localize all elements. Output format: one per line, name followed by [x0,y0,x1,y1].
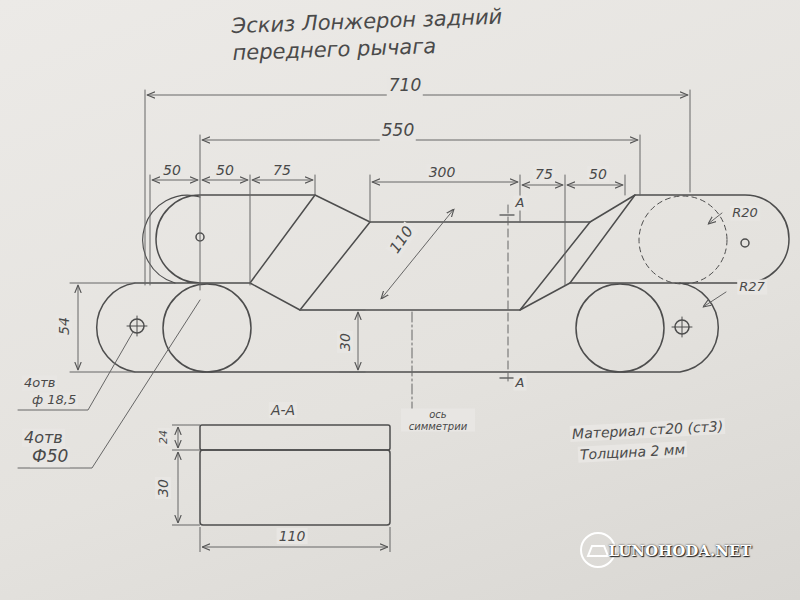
dimension: 24 [158,428,171,446]
section-mark: А [514,196,527,211]
dimension: 30 [155,477,171,499]
dimension: 75 [271,162,293,178]
material-note: Материал ст20 (ст3) [570,418,726,442]
dimension: 30 [337,331,353,353]
thickness-note: Толщина 2 мм [578,441,688,463]
dimension: 110 [386,222,419,259]
dimension: 110 [277,528,308,544]
dimension: 710 [387,76,423,96]
dimension: 54 [56,315,72,337]
section-title: А-А [269,402,297,418]
dimension: 300 [427,164,458,180]
section-mark: А [514,376,527,391]
hole-note: 4отв [22,376,57,391]
axis-note: ось симметрии [401,409,475,432]
radius-note: R20 [730,206,760,221]
hole-note: Ф50 [30,447,70,467]
dimension: 50 [161,162,183,178]
watermark: LUNOHODA.NET [609,543,752,560]
hole-note: 4отв [22,429,65,447]
dimension: 75 [533,166,555,182]
sketch-title: Эскиз Лонжерон задний переднего рычага [231,3,523,68]
dimension: 50 [214,162,236,178]
dimension: 50 [587,166,609,182]
dimension: 550 [380,121,416,141]
radius-note: R27 [737,280,767,295]
hole-note: ф 18,5 [30,393,78,408]
